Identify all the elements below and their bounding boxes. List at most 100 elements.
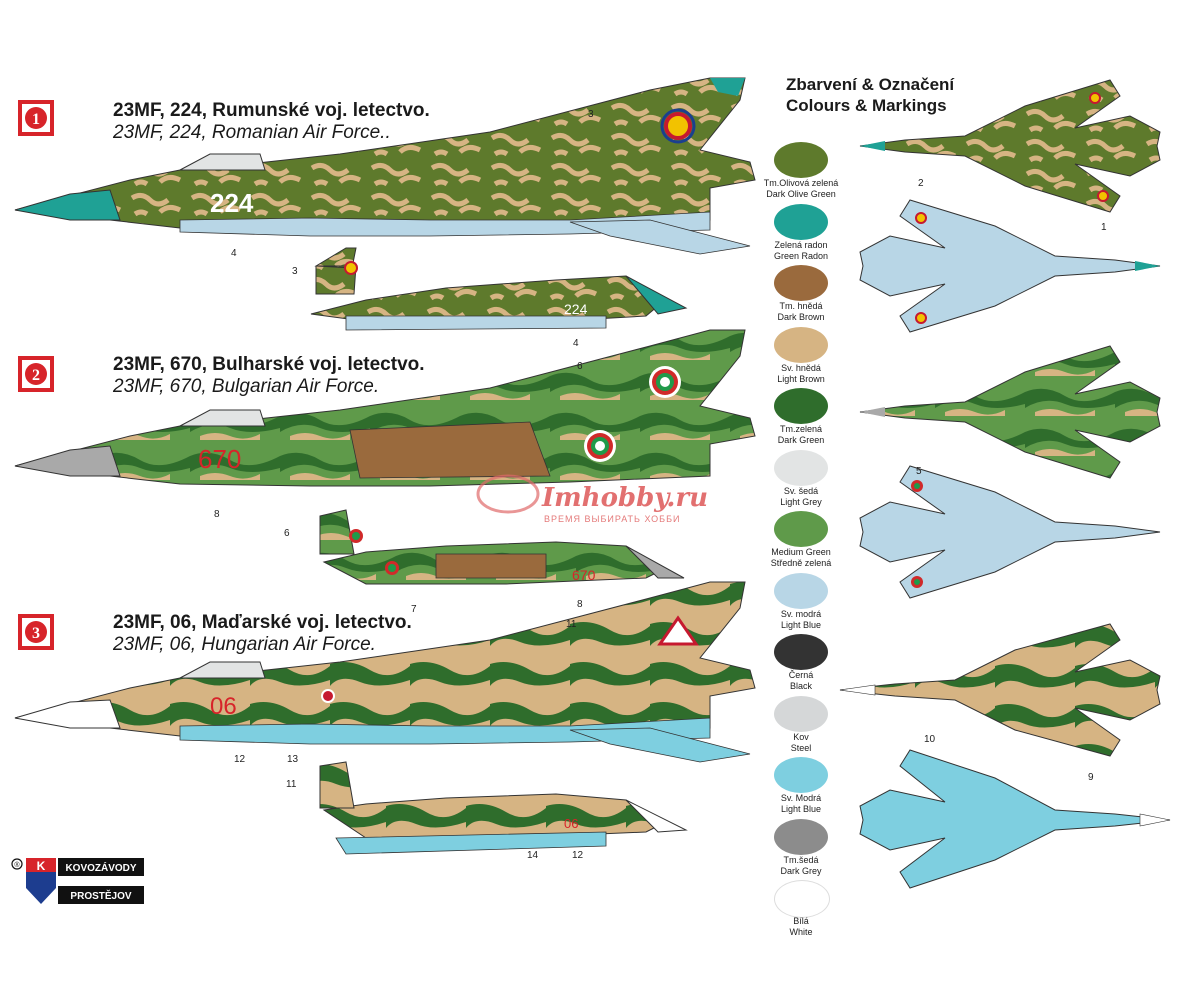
legend-color-name-en: Black <box>789 681 812 691</box>
legend-color-name-cz: Medium Green <box>771 547 831 557</box>
legend-color-name-en: Dark Brown <box>777 312 825 322</box>
scheme-1-small-profile: 224 <box>310 247 688 331</box>
legend-color-name-cz: Sv. hnědá <box>781 362 821 373</box>
scheme-1-small-serial: 224 <box>564 301 588 317</box>
scheme-1-side-profile: 224 <box>14 77 756 255</box>
callout-number: 3 <box>588 109 594 120</box>
logo-line1: KOVOZÁVODY <box>65 861 136 874</box>
legend-color-name-cz: Sv. šedá <box>783 485 819 496</box>
scheme-3-number: 3 <box>32 625 40 642</box>
legend-color-name-en: Light Grey <box>780 496 822 507</box>
scheme-2-title-en: 23MF, 670, Bulgarian Air Force. <box>113 376 380 397</box>
legend-color-name-en: Light Blue <box>780 804 822 814</box>
scheme-3-side-profile: 06 <box>14 581 756 763</box>
legend-color-name-cz: Bílá <box>793 916 809 926</box>
logo-registered-mark: ® <box>14 861 20 869</box>
scheme-3-badge: 3 <box>18 614 54 650</box>
legend-swatch-7 <box>774 572 828 609</box>
scheme-2-bottom-view <box>859 465 1161 599</box>
kovozavody-logo: ® K KOVOZÁVODY PROSTĚJOV <box>11 858 144 904</box>
legend-color-name-cz: Tm.zelená <box>779 424 823 434</box>
legend-swatch-11 <box>774 818 828 855</box>
callout-number: 5 <box>916 466 922 477</box>
legend-color-name-cz: Zelená radon <box>774 239 828 250</box>
legend-color-name-en: Dark Olive Green <box>766 189 836 199</box>
scheme-3-small-profile: 06 <box>319 761 688 855</box>
scheme-1-badge: 1 <box>18 100 54 136</box>
callout-number: 8 <box>214 509 220 520</box>
callout-number: 7 <box>411 604 417 615</box>
legend-color-name-en: Green Radon <box>773 250 829 261</box>
scheme-2-title-cz: 23MF, 670, Bulharské voj. letectvo. <box>113 354 425 375</box>
legend-color-name-cz: Černá <box>788 670 814 680</box>
scheme-1-title-en: 23MF, 224, Romanian Air Force.. <box>113 122 391 143</box>
legend-swatch-8 <box>774 634 828 670</box>
callout-number: 4 <box>573 338 579 349</box>
scheme-1-serial: 224 <box>210 188 254 218</box>
legend-title-en: Colours & Markings <box>786 96 947 115</box>
callout-number: 4 <box>231 248 237 259</box>
legend-swatch-9 <box>774 695 828 732</box>
callout-number: 12 <box>572 850 584 861</box>
callout-number: 1 <box>1101 222 1107 233</box>
legend-color-name-cz: Sv. modrá <box>780 608 822 619</box>
callout-number: 6 <box>284 528 290 539</box>
callout-number: 6 <box>577 361 583 372</box>
legend-swatch-3 <box>774 326 828 363</box>
scheme-3-bottom-view <box>859 749 1171 889</box>
callout-number: 14 <box>527 850 539 861</box>
callout-number: 11 <box>566 619 577 630</box>
callout-number: 3 <box>292 266 298 277</box>
legend-color-name-en: Steel <box>790 742 812 753</box>
legend-title-cz: Zbarvení & Označení <box>786 75 955 94</box>
scheme-1-title-cz: 23MF, 224, Rumunské voj. letectvo. <box>113 100 430 121</box>
logo-line2: PROSTĚJOV <box>70 889 131 902</box>
scheme-2-badge: 2 <box>18 356 54 392</box>
callout-number: 9 <box>1088 772 1094 783</box>
legend-swatch-6 <box>774 511 828 547</box>
scheme-1-number: 1 <box>32 111 40 128</box>
legend-swatch-10 <box>774 757 828 793</box>
imhobby-watermark: Imhobby.ru ВРЕМЯ ВЫБИРАТЬ ХОББИ <box>476 474 708 524</box>
scheme-2-side-profile: 670 <box>14 329 756 487</box>
scheme-1-bottom-view <box>859 199 1161 333</box>
scheme-3-top-view <box>839 623 1161 757</box>
watermark-name: Imhobby.ru <box>541 483 708 513</box>
scheme-3-title-en: 23MF, 06, Hungarian Air Force. <box>113 634 376 655</box>
logo-letter: K <box>37 859 46 873</box>
legend-swatch-1 <box>774 203 828 240</box>
legend-color-name-cz: Tm.Olivová zelená <box>763 178 839 188</box>
legend-color-name-en: Středně zelená <box>770 558 832 568</box>
callout-number: 10 <box>924 734 936 745</box>
scheme-2-small-serial: 670 <box>572 567 596 583</box>
legend-color-name-en: Light Brown <box>777 373 825 384</box>
legend-color-name-cz: Sv. Modrá <box>780 793 822 803</box>
callout-number: 2 <box>918 178 924 189</box>
scheme-2-number: 2 <box>32 367 40 384</box>
legend-color-name-en: Light Blue <box>780 619 822 630</box>
callout-number: 8 <box>577 599 583 610</box>
legend-swatch-12 <box>774 880 830 918</box>
legend-color-name-en: Dark Green <box>777 435 825 445</box>
legend-swatch-2 <box>774 265 828 301</box>
scheme-2-small-profile: 670 <box>319 509 685 585</box>
legend-color-name-en: White <box>789 927 813 937</box>
legend-color-name-cz: Tm. hnědá <box>779 301 823 311</box>
scheme-3-serial: 06 <box>210 693 237 720</box>
legend-swatch-4 <box>774 388 828 424</box>
scheme-3-small-serial: 06 <box>564 816 578 831</box>
callout-number: 12 <box>234 754 246 765</box>
